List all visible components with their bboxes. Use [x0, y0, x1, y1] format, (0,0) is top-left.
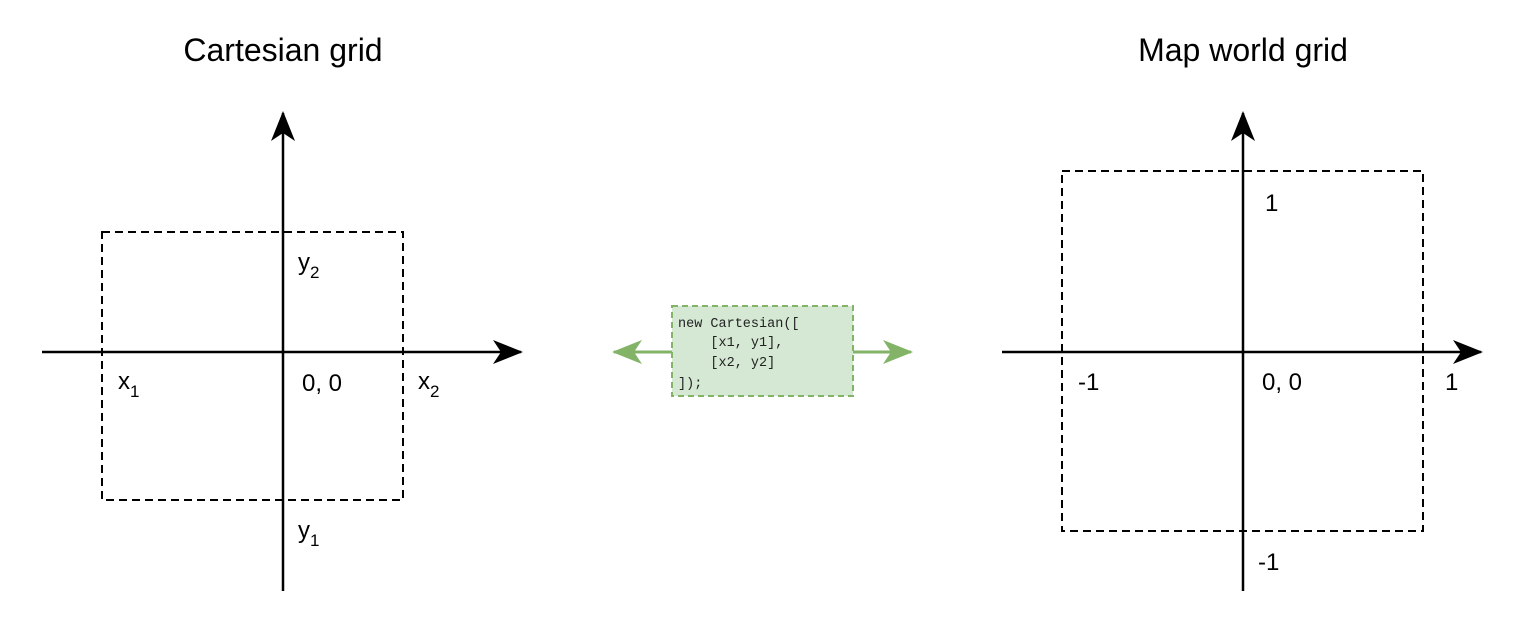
map-x-min-label: -1 [1078, 369, 1099, 396]
y2-label: y2 [298, 249, 319, 282]
cartesian-bounds-rect [101, 231, 404, 501]
map-origin-label: 0, 0 [1262, 369, 1302, 396]
cartesian-grid-title: Cartesian grid [183, 32, 382, 68]
code-line: ]); [678, 377, 702, 392]
map-world-grid-title: Map world grid [1138, 32, 1348, 68]
code-line: [x1, y1], [678, 336, 783, 351]
cartesian-origin-label: 0, 0 [302, 370, 342, 397]
code-line: new Cartesian([ [678, 317, 800, 332]
map-y-max-label: 1 [1265, 190, 1278, 217]
code-box [671, 305, 854, 397]
map-world-grid-panel: Map world grid 1 -1 -1 1 0, 0 [1002, 32, 1483, 591]
map-x-max-label: 1 [1445, 369, 1458, 396]
code-line: [x2, y2] [678, 356, 775, 371]
x1-label: x1 [118, 368, 139, 401]
x2-label: x2 [418, 368, 439, 401]
cartesian-grid-panel: Cartesian grid y2 y1 x1 x2 0, 0 [42, 32, 523, 591]
map-y-min-label: -1 [1258, 549, 1279, 576]
y1-label: y1 [298, 517, 319, 550]
conversion-center: new Cartesian([ [x1, y1], [x2, y2] ]); [612, 305, 913, 397]
